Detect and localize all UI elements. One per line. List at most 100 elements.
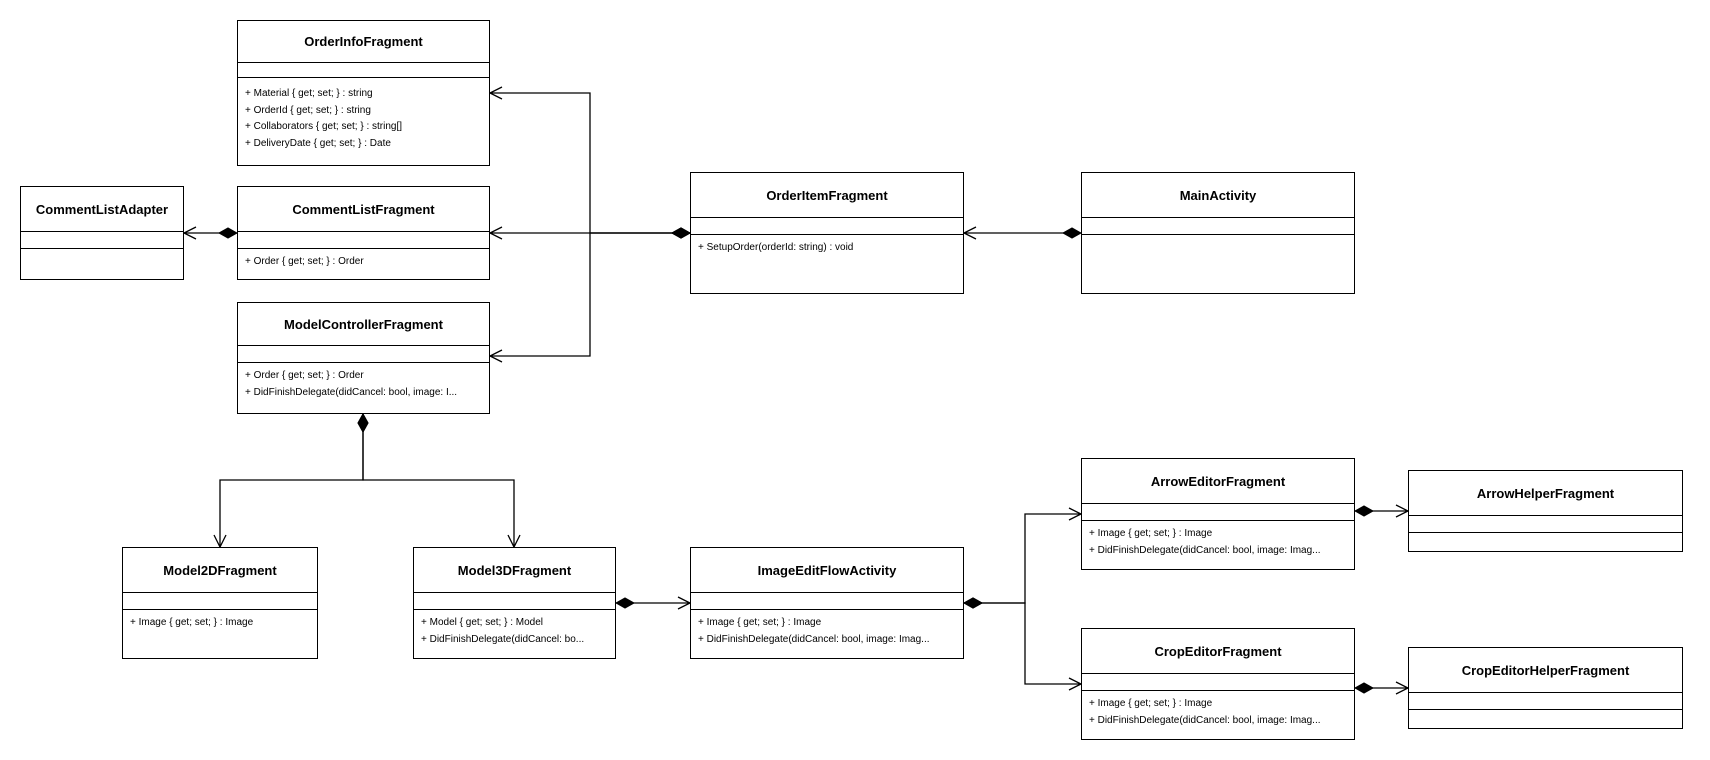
composition-connector (962, 597, 1083, 691)
member: + Order { get; set; } : Order (245, 370, 364, 381)
class-operations: + SetupOrder(orderId: string) : void (691, 235, 963, 257)
open-arrowhead (182, 226, 197, 240)
composition-connector (488, 86, 692, 239)
composition-connector (614, 596, 692, 610)
composition-diamond (1353, 682, 1375, 694)
class-operations (1082, 235, 1354, 243)
class-name: CropEditorHelperFragment (1409, 648, 1682, 693)
class-name: CommentListAdapter (21, 187, 183, 232)
open-arrowhead (488, 349, 503, 363)
member: + Image { get; set; } : Image (130, 617, 254, 628)
class-attributes (238, 346, 489, 363)
class-image-edit-flow-activity[interactable]: ImageEditFlowActivity + Image { get; set… (690, 547, 964, 659)
connector-line (964, 602, 1081, 685)
class-attributes (1082, 504, 1354, 521)
class-attributes (21, 232, 183, 249)
class-model2d-fragment[interactable]: Model2DFragment + Image { get; set; } : … (122, 547, 318, 659)
class-operations: + Material { get; set; } : string + Orde… (238, 78, 489, 152)
connector-line (219, 414, 364, 547)
class-comment-list-adapter[interactable]: CommentListAdapter (20, 186, 184, 280)
open-arrowhead (488, 86, 503, 100)
composition-connector (182, 226, 239, 240)
member: + DidFinishDelegate(didCancel: bool, ima… (245, 386, 458, 398)
composition-diamond (670, 227, 692, 239)
composition-diamond (357, 412, 369, 434)
member: + DidFinishDelegate(didCancel: bool, ima… (1089, 544, 1321, 556)
class-name: MainActivity (1082, 173, 1354, 218)
class-operations: + Image { get; set; } : Image + DidFinis… (691, 610, 963, 648)
member: + Image { get; set; } : Image (1089, 528, 1213, 539)
open-arrowhead (962, 226, 977, 240)
class-attributes (238, 232, 489, 249)
open-arrowhead (488, 226, 503, 240)
member: + DidFinishDelegate(didCancel: bool, ima… (698, 633, 930, 645)
class-attributes (691, 218, 963, 235)
member: + DidFinishDelegate(didCancel: bo... (421, 633, 585, 645)
connector-line (490, 232, 690, 357)
class-operations: + Image { get; set; } : Image + DidFinis… (1082, 691, 1354, 729)
class-name: OrderItemFragment (691, 173, 963, 218)
class-attributes (1082, 674, 1354, 691)
composition-diamond (962, 597, 984, 609)
class-name: ArrowEditorFragment (1082, 459, 1354, 504)
class-main-activity[interactable]: MainActivity (1081, 172, 1355, 294)
class-operations: + Image { get; set; } : Image (123, 610, 317, 632)
class-arrow-helper-fragment[interactable]: ArrowHelperFragment (1408, 470, 1683, 552)
class-name: ModelControllerFragment (238, 303, 489, 346)
connector-line (490, 92, 690, 234)
class-attributes (238, 63, 489, 78)
member: + Image { get; set; } : Image (698, 617, 822, 628)
member: + Model { get; set; } : Model (421, 617, 544, 628)
member: + Image { get; set; } : Image (1089, 698, 1213, 709)
member: + SetupOrder(orderId: string) : void (698, 242, 854, 253)
class-order-info-fragment[interactable]: OrderInfoFragment + Material { get; set;… (237, 20, 490, 166)
class-name: ArrowHelperFragment (1409, 471, 1682, 516)
class-attributes (414, 593, 615, 610)
class-name: Model3DFragment (414, 548, 615, 593)
class-attributes (691, 593, 963, 610)
class-name: ImageEditFlowActivity (691, 548, 963, 593)
class-attributes (123, 593, 317, 610)
class-operations: + Order { get; set; } : Order (238, 249, 489, 271)
composition-connector (488, 227, 692, 363)
composition-diamond (217, 227, 239, 239)
member: + Material { get; set; } : string (245, 88, 373, 99)
class-crop-editor-fragment[interactable]: CropEditorFragment + Image { get; set; }… (1081, 628, 1355, 740)
class-comment-list-fragment[interactable]: CommentListFragment + Order { get; set; … (237, 186, 490, 280)
member: + Order { get; set; } : Order (245, 256, 364, 267)
class-crop-editor-helper-fragment[interactable]: CropEditorHelperFragment (1408, 647, 1683, 729)
class-model3d-fragment[interactable]: Model3DFragment + Model { get; set; } : … (413, 547, 616, 659)
composition-diamond (1353, 505, 1375, 517)
class-name: CropEditorFragment (1082, 629, 1354, 674)
class-order-item-fragment[interactable]: OrderItemFragment + SetupOrder(orderId: … (690, 172, 964, 294)
connector-line (964, 513, 1081, 604)
composition-diamond (614, 597, 636, 609)
class-operations: + Order { get; set; } : Order + DidFinis… (238, 363, 489, 401)
class-model-controller-fragment[interactable]: ModelControllerFragment + Order { get; s… (237, 302, 490, 414)
class-name: CommentListFragment (238, 187, 489, 232)
member: + OrderId { get; set; } : string (245, 104, 371, 116)
class-attributes (1082, 218, 1354, 235)
class-name: Model2DFragment (123, 548, 317, 593)
composition-connector (1353, 681, 1410, 695)
class-operations: + Model { get; set; } : Model + DidFinis… (414, 610, 615, 648)
class-operations (21, 249, 183, 257)
composition-diamond (1061, 227, 1083, 239)
composition-connector (1353, 504, 1410, 518)
composition-connector (962, 507, 1083, 609)
member: + DidFinishDelegate(didCancel: bool, ima… (1089, 714, 1321, 726)
member: + Collaborators { get; set; } : string[] (245, 121, 403, 132)
class-attributes (1409, 516, 1682, 533)
class-arrow-editor-fragment[interactable]: ArrowEditorFragment + Image { get; set; … (1081, 458, 1355, 570)
connector-line (362, 414, 515, 547)
composition-connector (962, 226, 1083, 240)
composition-connector (357, 412, 521, 549)
composition-connector (213, 412, 369, 549)
class-operations (1409, 710, 1682, 718)
class-operations (1409, 533, 1682, 541)
class-operations: + Image { get; set; } : Image + DidFinis… (1082, 521, 1354, 559)
class-name: OrderInfoFragment (238, 21, 489, 63)
member: + DeliveryDate { get; set; } : Date (245, 137, 391, 149)
